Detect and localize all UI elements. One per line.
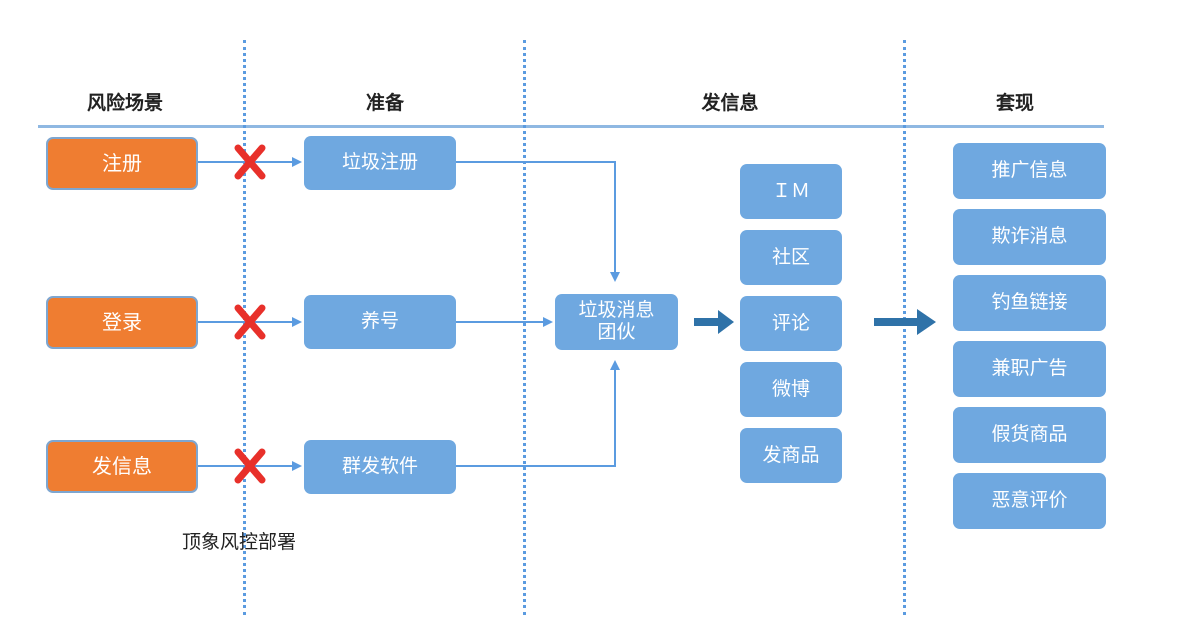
- channel-weibo: 微博: [740, 362, 842, 417]
- cashout-counterfeit-goods: 假货商品: [953, 407, 1106, 463]
- thick-arrow-channels-to-cashout: [874, 309, 936, 335]
- thick-arrow-group-to-channels: [694, 310, 734, 334]
- spam-message-group: 垃圾消息 团伙: [555, 294, 678, 350]
- header-cash-out: 套现: [995, 92, 1034, 114]
- arrow-spam-register-to-group: [456, 161, 620, 282]
- prep-spam-register: 垃圾注册: [304, 136, 456, 190]
- block-x-icon: [234, 144, 266, 180]
- cashout-malicious-reviews: 恶意评价: [953, 473, 1106, 529]
- cashout-fraud-message: 欺诈消息: [953, 209, 1106, 265]
- channel-im: ＩＭ: [740, 164, 842, 219]
- header-risk-scenes: 风险场景: [86, 92, 163, 114]
- cashout-phishing-link: 钓鱼链接: [953, 275, 1106, 331]
- stage-divider: [903, 40, 906, 615]
- channel-community: 社区: [740, 230, 842, 285]
- stage-divider: [523, 40, 526, 615]
- header-send-message: 发信息: [701, 92, 759, 114]
- prep-bulk-sending-software: 群发软件: [304, 440, 456, 494]
- prep-account-farming: 养号: [304, 295, 456, 349]
- channel-comments: 评论: [740, 296, 842, 351]
- cashout-part-time-ads: 兼职广告: [953, 341, 1106, 397]
- cashout-promotion: 推广信息: [953, 143, 1106, 199]
- block-x-icon: [234, 448, 266, 484]
- channel-post-goods: 发商品: [740, 428, 842, 483]
- arrow-bulk-software-to-group: [456, 360, 620, 467]
- header-prepare: 准备: [365, 92, 404, 114]
- risk-scene-login: 登录: [46, 296, 198, 349]
- deployment-note: 顶象风控部署: [182, 531, 297, 553]
- risk-scene-send-message: 发信息: [46, 440, 198, 493]
- block-x-icon: [234, 304, 266, 340]
- header-divider-line: [38, 125, 1104, 128]
- risk-scene-register: 注册: [46, 137, 198, 190]
